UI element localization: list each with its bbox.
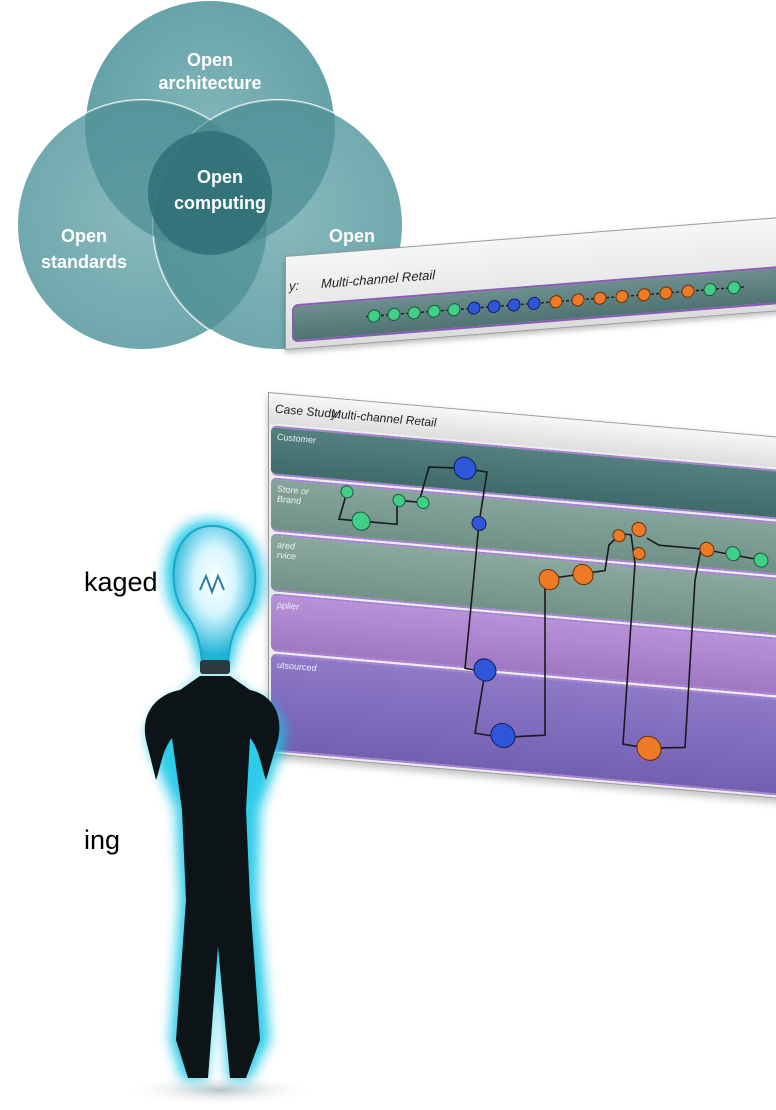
flow-node (632, 546, 646, 560)
flow-node (659, 286, 673, 300)
partial-text-1: kaged (84, 567, 158, 597)
flow-node (367, 309, 381, 323)
venn-label-center-line2: computing (174, 193, 266, 213)
flow-node (387, 307, 401, 321)
process-panel-top: y: Multi-channel Retail (285, 216, 776, 376)
process-panel-top-body: y: Multi-channel Retail (285, 216, 776, 350)
flow-node (571, 293, 585, 307)
flow-node (407, 306, 421, 320)
flow-node (615, 289, 629, 303)
process-top-flow (366, 281, 746, 323)
flow-node (593, 291, 607, 305)
flow-node (467, 301, 481, 315)
flow-node (427, 304, 441, 318)
flow-node (392, 493, 406, 507)
flow-node (507, 298, 521, 312)
person-lightbulb-illustration (125, 520, 315, 1106)
flow-node (703, 283, 717, 297)
flow-node (453, 456, 477, 480)
flow-node (549, 295, 563, 309)
flow-node (572, 564, 594, 586)
process-top-nodes (367, 281, 741, 323)
flow-node (471, 515, 487, 531)
venn-label-left-line2: standards (41, 252, 127, 272)
flow-node (636, 735, 662, 761)
flow-node (753, 552, 769, 568)
lightbulb-icon (172, 524, 257, 674)
flow-node (490, 723, 516, 749)
open-computing-venn-diagram: Open architecture Open computing Open st… (16, 0, 404, 351)
flow-node (527, 296, 541, 310)
venn-label-right-line1: Open (329, 226, 375, 246)
process-panel-main-body: Case Study: Multi-channel Retail Custome… (268, 392, 776, 800)
flow-nodes (340, 456, 769, 761)
flow-node (631, 521, 647, 537)
venn-label-left-line1: Open (61, 226, 107, 246)
flow-node (538, 569, 560, 591)
venn-label-center-line1: Open (197, 167, 243, 187)
flow-node (727, 281, 741, 295)
partial-text-2: ing (84, 825, 121, 855)
flow-node (351, 511, 371, 531)
flow-node (340, 485, 354, 499)
venn-center-region (148, 131, 272, 255)
process-panel-main: Case Study: Multi-channel Retail Custome… (268, 392, 776, 817)
venn-label-top-line1: Open (187, 50, 233, 70)
flow-node (612, 529, 626, 543)
venn-label-top-line2: architecture (158, 73, 261, 93)
flow-node (416, 496, 430, 510)
flow-node (681, 284, 695, 298)
process-main-flow (337, 456, 769, 761)
flow-node (447, 303, 461, 317)
person-silhouette (144, 676, 280, 1078)
flow-node (487, 300, 501, 314)
flow-node (725, 546, 741, 562)
flow-node (699, 541, 715, 557)
flow-node (637, 288, 651, 302)
flow-node (473, 658, 497, 682)
